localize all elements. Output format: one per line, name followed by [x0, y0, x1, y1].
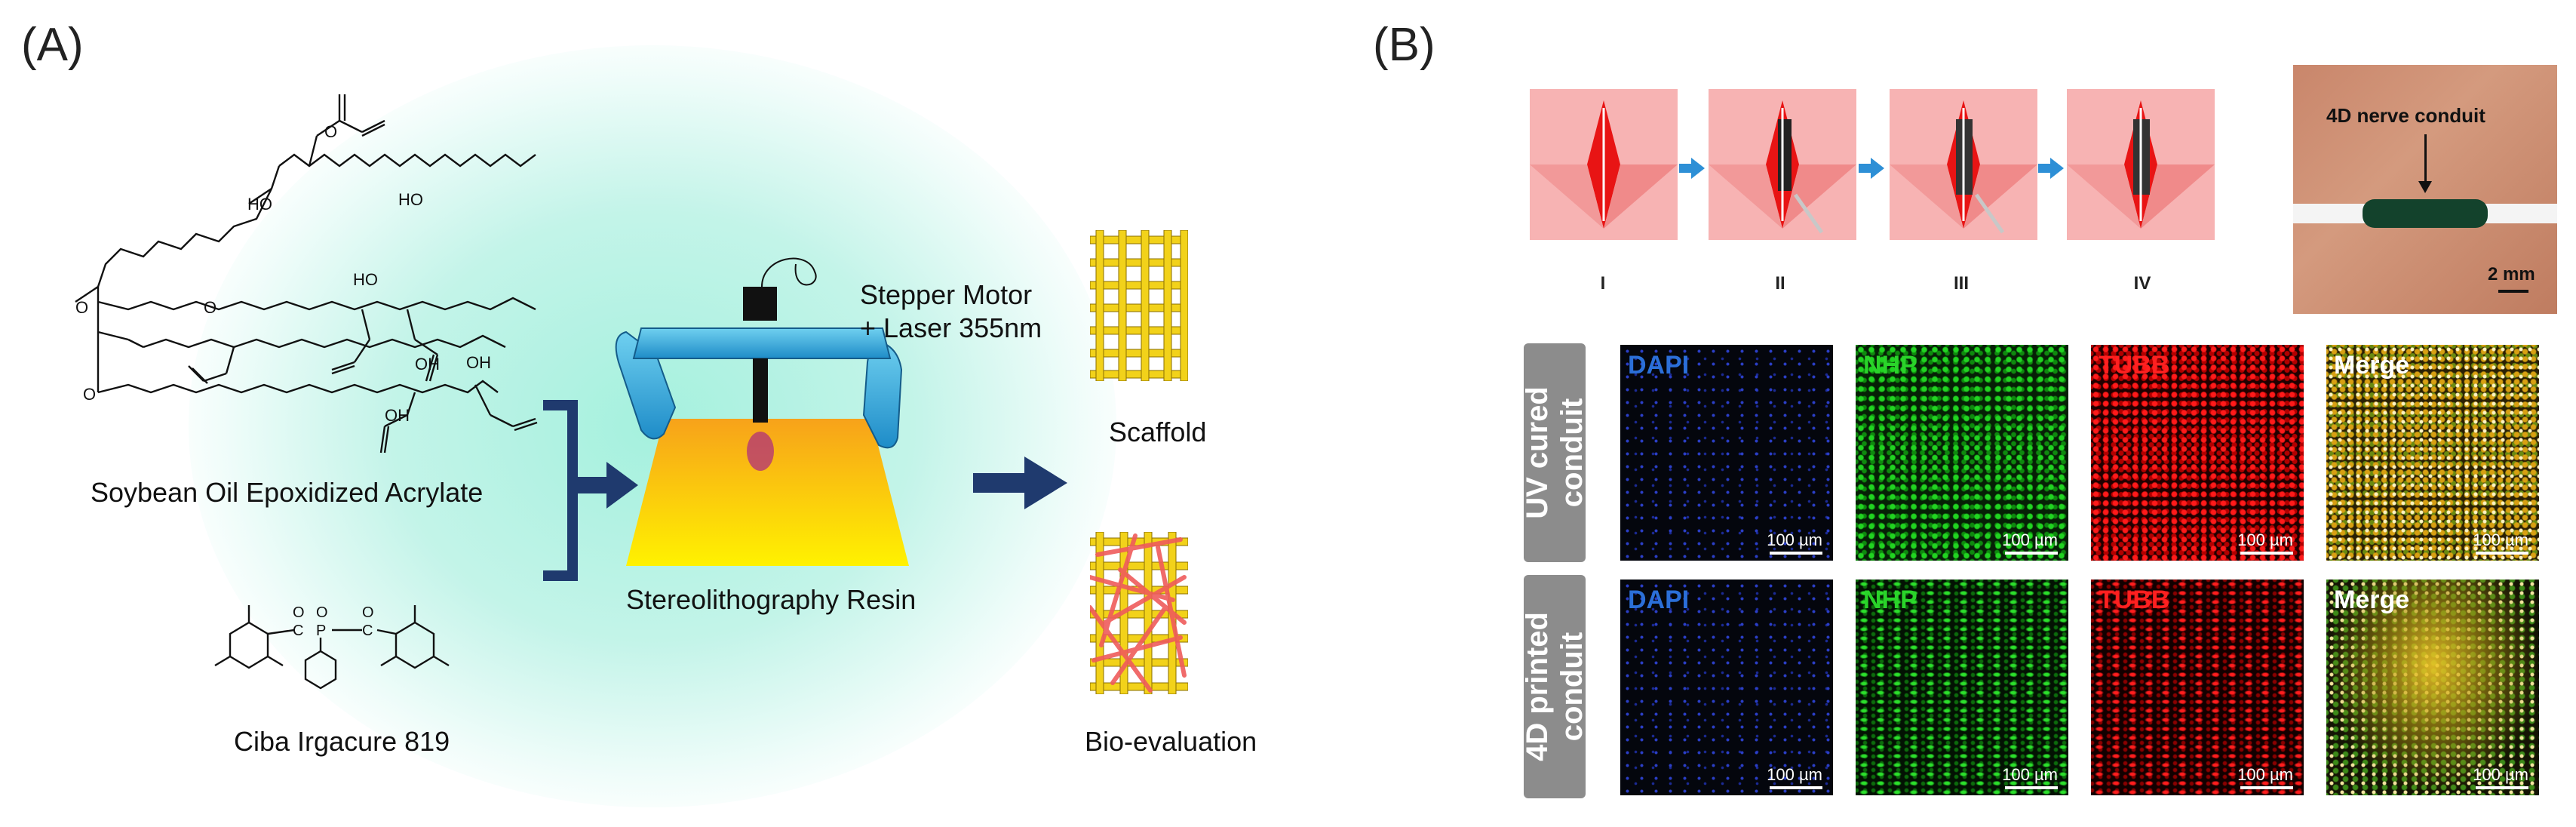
- atom-o-2: O: [75, 298, 88, 317]
- step-arrow-1: [1679, 158, 1705, 179]
- photo-label: 4D nerve conduit: [2326, 104, 2485, 127]
- photo-label-arrow: [2424, 134, 2427, 187]
- step-arrow-3: [2038, 158, 2064, 179]
- tile-uv-nhp-scale: 100 µm: [2002, 530, 2058, 549]
- soybean-oil-molecule-structure: HO HO HO O O O O OH OH OH: [75, 94, 538, 453]
- atom-oh-3: OH: [385, 406, 410, 425]
- step-label-2: II: [1775, 273, 1785, 294]
- tile-4d-tubb: TUBB 100 µm: [2091, 580, 2304, 795]
- tile-4d-nhp: NHP 100 µm: [1856, 580, 2068, 795]
- tile-4d-dapi: DAPI 100 µm: [1620, 580, 1833, 795]
- tile-uv-merge-bar: [2476, 552, 2528, 555]
- conduit-step-1-illustration: [1530, 89, 1678, 240]
- tile-uv-tubb: TUBB 100 µm: [2091, 345, 2304, 561]
- motor-label-line2: + Laser 355nm: [860, 312, 1042, 343]
- motor-label-line1: Stepper Motor: [860, 279, 1033, 310]
- atom-oh-1: OH: [415, 355, 440, 374]
- tile-uv-dapi-bar: [1770, 552, 1822, 555]
- atom-ho-1: HO: [247, 195, 272, 214]
- tile-4d-merge-scale: 100 µm: [2473, 765, 2528, 784]
- atom-o-3: O: [204, 298, 216, 317]
- photo-conduit: [2363, 199, 2488, 228]
- row2-line2: conduit: [1555, 632, 1589, 742]
- tile-4d-dapi-bar: [1770, 786, 1822, 789]
- atom-c-1: C: [293, 623, 303, 639]
- conduit-step-4-illustration: [2067, 89, 2215, 240]
- atom-ho-3: HO: [398, 190, 423, 209]
- tile-4d-tubb-bar: [2240, 786, 2293, 789]
- tile-uv-tubb-label: TUBB: [2099, 351, 2170, 380]
- output-1-label: Scaffold: [1109, 417, 1207, 447]
- tile-4d-nhp-bar: [2005, 786, 2058, 789]
- tile-uv-nhp-bar: [2005, 552, 2058, 555]
- atom-o-5: O: [293, 604, 305, 621]
- photo-scale-bar: [2498, 290, 2528, 293]
- tile-uv-nhp-label: NHP: [1863, 351, 1917, 380]
- tile-4d-tubb-scale: 100 µm: [2237, 765, 2293, 784]
- scaffold-illustration: [1090, 230, 1188, 381]
- tile-4d-tubb-label: TUBB: [2099, 586, 2170, 614]
- tile-4d-merge-label: Merge: [2334, 586, 2410, 614]
- tile-4d-dapi-scale: 100 µm: [1767, 765, 1822, 784]
- conduit-step-3-illustration: [1890, 89, 2037, 240]
- row1-line2: conduit: [1555, 398, 1589, 508]
- output-arrow: [973, 457, 1067, 509]
- tile-uv-merge: Merge 100 µm: [2326, 345, 2539, 561]
- molecule1-name: Soybean Oil Epoxidized Acrylate: [91, 477, 484, 508]
- step-arrow-2: [1859, 158, 1884, 179]
- tile-4d-dapi-label: DAPI: [1628, 586, 1690, 614]
- tile-uv-merge-label: Merge: [2334, 351, 2410, 380]
- atom-p: P: [316, 623, 326, 639]
- tile-4d-merge: Merge 100 µm: [2326, 580, 2539, 795]
- tile-4d-nhp-label: NHP: [1863, 586, 1917, 614]
- resin-label: Stereolithography Resin: [626, 584, 916, 615]
- molecule2-name: Ciba Irgacure 819: [234, 726, 450, 757]
- tile-uv-tubb-scale: 100 µm: [2237, 530, 2293, 549]
- atom-o-7: O: [362, 604, 374, 621]
- irgacure-molecule-structure: C O P O C O: [214, 604, 450, 690]
- panel-a-label: (A): [21, 19, 84, 71]
- row2-line1: 4D printed: [1521, 612, 1554, 761]
- atom-ho-2: HO: [353, 270, 378, 289]
- tile-uv-dapi-label: DAPI: [1628, 351, 1690, 380]
- step-label-4: IV: [2133, 273, 2151, 294]
- tile-uv-merge-scale: 100 µm: [2473, 530, 2528, 549]
- row1-line1: UV cured: [1521, 386, 1554, 519]
- stereolithography-printer-illustration: [615, 257, 909, 566]
- photo-label-arrowhead: [2418, 181, 2432, 193]
- nerve-conduit-photo: 4D nerve conduit 2 mm: [2293, 65, 2557, 314]
- atom-o-6: O: [316, 604, 328, 621]
- photo-scale-label: 2 mm: [2488, 264, 2535, 284]
- output-2-label: Bio-evaluation: [1085, 726, 1257, 757]
- conduit-step-2-illustration: [1709, 89, 1856, 240]
- tile-4d-merge-bar: [2476, 786, 2528, 789]
- step-label-3: III: [1953, 273, 1969, 294]
- panel-b-label: (B): [1373, 19, 1435, 71]
- atom-o-4: O: [83, 385, 96, 404]
- tile-uv-dapi-scale: 100 µm: [1767, 530, 1822, 549]
- atom-c-2: C: [362, 623, 373, 639]
- atom-o-1: O: [324, 122, 337, 141]
- tile-uv-tubb-bar: [2240, 552, 2293, 555]
- tile-4d-nhp-scale: 100 µm: [2002, 765, 2058, 784]
- tile-uv-nhp: NHP 100 µm: [1856, 345, 2068, 561]
- combine-bracket-arrow: [543, 400, 638, 581]
- atom-oh-2: OH: [466, 353, 491, 372]
- tile-uv-dapi: DAPI 100 µm: [1620, 345, 1833, 561]
- step-label-1: I: [1600, 273, 1606, 294]
- bio-evaluation-illustration: [1090, 532, 1188, 694]
